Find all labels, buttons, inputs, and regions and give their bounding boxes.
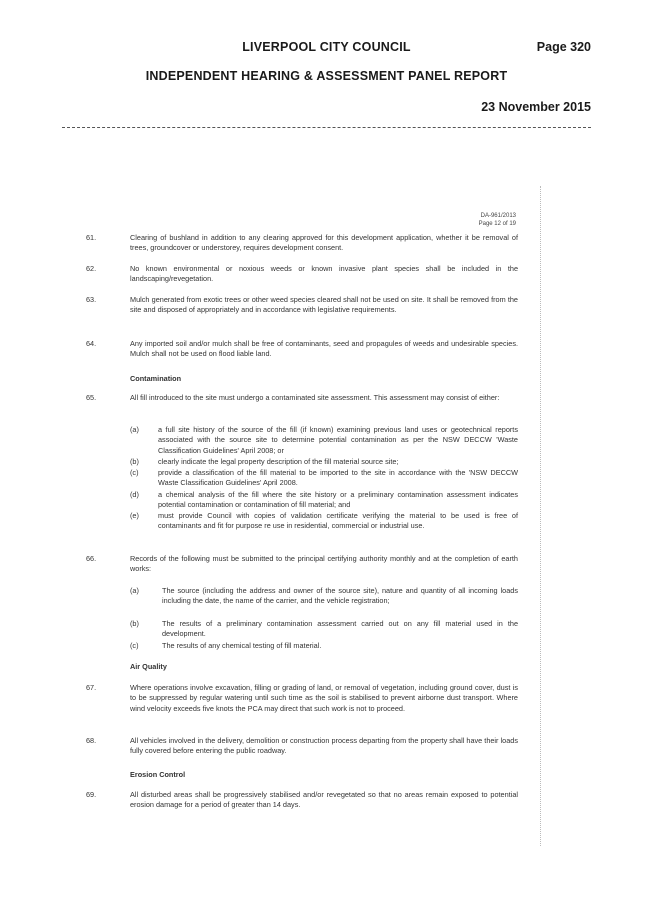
heading-erosion-control: Erosion Control xyxy=(130,770,186,779)
sub-text: must provide Council with copies of vali… xyxy=(158,511,518,531)
condition-number: 63. xyxy=(86,295,97,304)
condition-number: 61. xyxy=(86,233,97,242)
sub-text: a full site history of the source of the… xyxy=(158,425,518,455)
sub-label: (d) xyxy=(130,490,139,499)
condition-text: All fill introduced to the site must und… xyxy=(130,393,500,402)
scan-edge xyxy=(540,186,541,846)
condition-text: All vehicles involved in the delivery, d… xyxy=(130,736,518,756)
sub-text: The results of a preliminary contaminati… xyxy=(162,619,518,639)
condition-number: 67. xyxy=(86,683,97,692)
heading-contamination: Contamination xyxy=(130,374,182,383)
sub-text: a chemical analysis of the fill where th… xyxy=(158,490,518,510)
heading-air-quality: Air Quality xyxy=(130,662,167,671)
sub-label: (a) xyxy=(130,425,139,434)
report-date: 23 November 2015 xyxy=(481,100,591,114)
condition-number: 68. xyxy=(86,736,97,745)
sub-text: The source (including the address and ow… xyxy=(162,586,518,606)
council-name: LIVERPOOL CITY COUNCIL xyxy=(242,40,411,54)
sub-text: provide a classification of the fill mat… xyxy=(158,468,518,488)
sub-label: (c) xyxy=(130,641,139,650)
sub-label: (e) xyxy=(130,511,139,520)
condition-text: All disturbed areas shall be progressive… xyxy=(130,790,518,810)
sub-text: The results of any chemical testing of f… xyxy=(162,641,322,650)
condition-number: 64. xyxy=(86,339,97,348)
sub-label: (b) xyxy=(130,619,139,628)
scanned-page: DA-961/2013 Page 12 of 19 61. Clearing o… xyxy=(86,186,542,846)
condition-text: No known environmental or noxious weeds … xyxy=(130,264,518,284)
condition-number: 66. xyxy=(86,554,97,563)
sub-label: (c) xyxy=(130,468,139,477)
condition-text: Any imported soil and/or mulch shall be … xyxy=(130,339,518,359)
header-divider xyxy=(62,127,591,128)
condition-text: Mulch generated from exotic trees or oth… xyxy=(130,295,518,315)
condition-number: 62. xyxy=(86,264,97,273)
condition-text: Clearing of bushland in addition to any … xyxy=(130,233,518,253)
da-reference: DA-961/2013 xyxy=(480,213,516,219)
sub-text: clearly indicate the legal property desc… xyxy=(158,457,399,466)
page-number: Page 320 xyxy=(536,40,591,54)
page-of-reference: Page 12 of 19 xyxy=(478,221,516,227)
condition-number: 69. xyxy=(86,790,97,799)
sub-label: (a) xyxy=(130,586,139,595)
condition-text: Records of the following must be submitt… xyxy=(130,554,518,574)
condition-number: 65. xyxy=(86,393,97,402)
report-title: INDEPENDENT HEARING & ASSESSMENT PANEL R… xyxy=(145,69,508,83)
sub-label: (b) xyxy=(130,457,139,466)
condition-text: Where operations involve excavation, fil… xyxy=(130,683,518,713)
